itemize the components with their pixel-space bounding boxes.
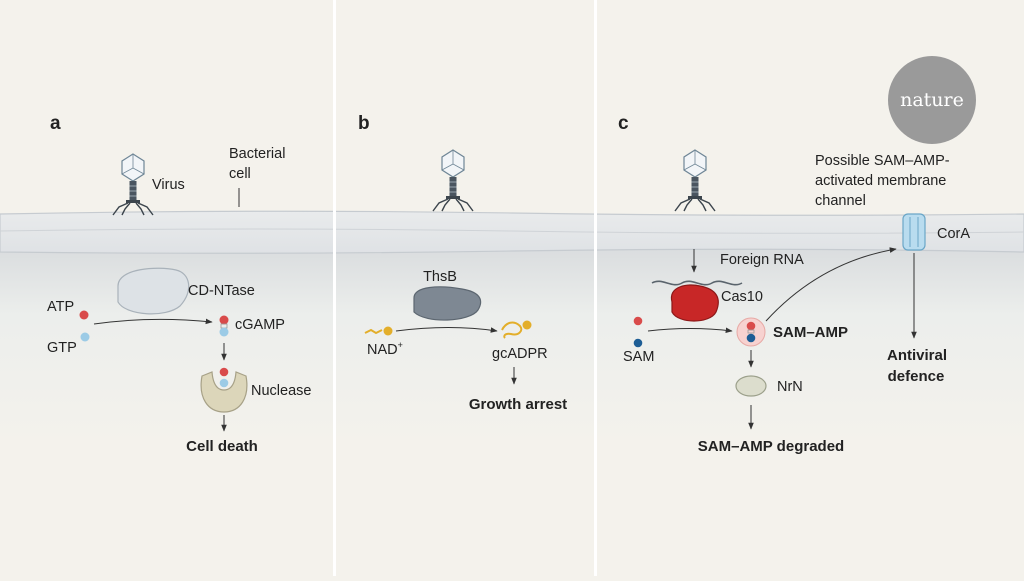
cell-death-outcome: Cell death <box>186 438 258 455</box>
nad-label: NAD+ <box>367 340 403 358</box>
sam-amp-label: SAM–AMP <box>773 324 848 341</box>
bacterial-cell-label: cell <box>229 166 251 182</box>
synthesis-arrow <box>647 327 733 334</box>
panel-divider <box>333 0 336 576</box>
cora-label: CorA <box>937 226 970 242</box>
nrn-enzyme <box>735 375 767 397</box>
nuclease-label: Nuclease <box>251 383 311 399</box>
sam-amp-highlight <box>736 317 766 347</box>
gcadpr-molecule <box>501 320 532 339</box>
gtp-label: GTP <box>47 340 77 356</box>
cell-membrane <box>0 210 1024 254</box>
atp-molecule <box>79 310 89 320</box>
sam-amp-degraded-outcome: SAM–AMP degraded <box>698 438 844 455</box>
thsb-label: ThsB <box>423 269 457 285</box>
sam-amp-molecule <box>746 321 756 343</box>
panel-divider <box>594 0 597 576</box>
gcadpr-label: gcADPR <box>492 346 548 362</box>
channel-note: Possible SAM–AMP- <box>815 153 950 169</box>
synthesis-arrow <box>93 318 213 325</box>
cd-ntase-enzyme <box>117 267 190 315</box>
sam-label: SAM <box>623 349 654 365</box>
atp-label: ATP <box>47 299 74 315</box>
cora-channel <box>902 213 926 251</box>
nrn-label: NrN <box>777 379 803 395</box>
antiviral-defence-outcome: Antiviral <box>887 347 947 364</box>
bacterial-cell-label: Bacterial <box>229 146 285 162</box>
nad-molecule <box>364 326 393 336</box>
nature-logo <box>888 56 976 144</box>
cgamp-molecule <box>219 315 229 337</box>
gtp-molecule <box>80 332 90 342</box>
synthesis-arrow <box>395 327 498 333</box>
panel-a-letter: a <box>50 113 61 134</box>
sam-molecule <box>633 338 643 348</box>
bound-cgamp <box>219 367 229 388</box>
virus-label: Virus <box>152 177 185 193</box>
cgamp-label: cGAMP <box>235 317 285 333</box>
channel-note: activated membrane <box>815 173 946 189</box>
foreign-rna-label: Foreign RNA <box>720 252 804 268</box>
cas10-label: Cas10 <box>721 289 763 305</box>
antiviral-defence-outcome: defence <box>888 368 945 385</box>
thsb-enzyme <box>413 286 482 321</box>
panel-c-letter: c <box>618 113 629 134</box>
nature-logo-text: nature <box>900 89 964 111</box>
membrane-midline <box>0 228 1024 234</box>
panel-b-letter: b <box>358 113 370 134</box>
cas10-enzyme <box>670 284 719 322</box>
cd-ntase-label: CD-NTase <box>188 283 255 299</box>
foreign-rna-strand <box>651 280 743 286</box>
growth-arrest-outcome: Growth arrest <box>469 396 567 413</box>
nuclease-enzyme <box>200 371 248 413</box>
sam-molecule <box>633 316 643 326</box>
channel-note: channel <box>815 193 866 209</box>
channel-activation-arrow <box>765 247 897 322</box>
